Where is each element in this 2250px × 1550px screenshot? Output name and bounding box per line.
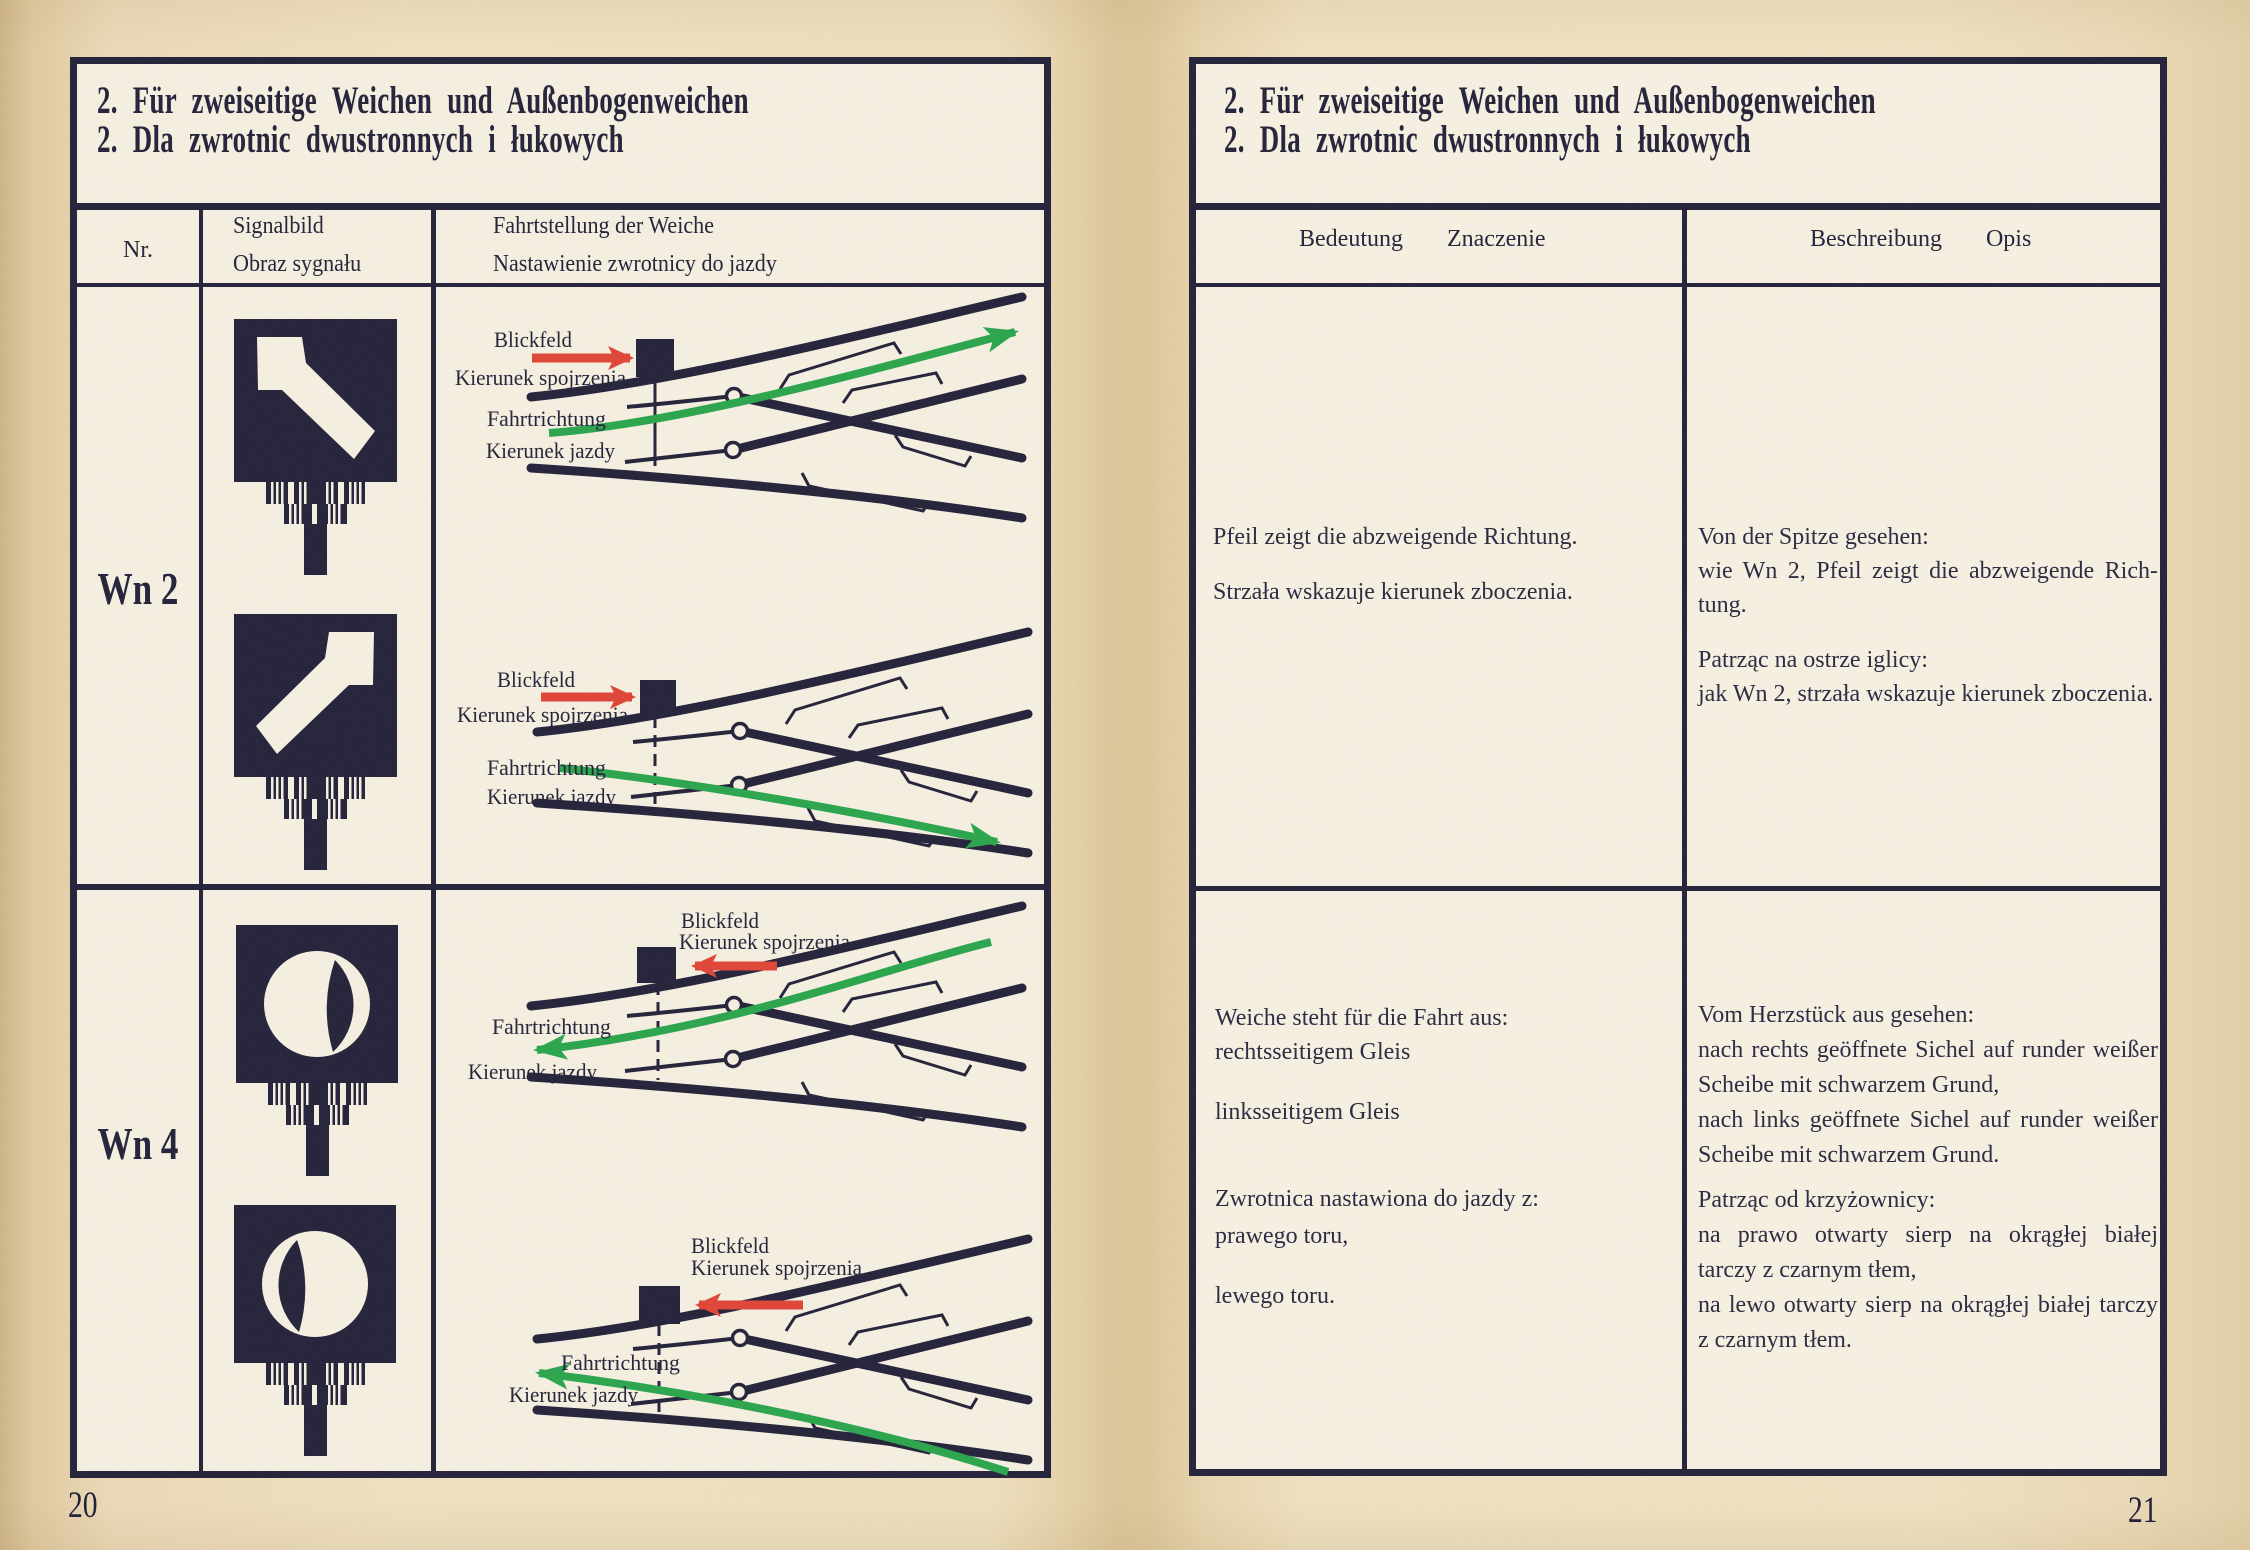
wn4-signal-sickle-right-icon <box>236 925 398 1176</box>
diagram-wn4-from-left-track: Blickfeld Kierunek spojrzenia Fahrtricht… <box>509 1233 1028 1476</box>
col-header-meaning-de: Bedeutung <box>1299 226 1403 252</box>
label-kierunek-spojrzenia: Kierunek spojrzenia <box>691 1255 862 1280</box>
wn4-signal-sickle-left-icon <box>234 1205 396 1456</box>
disc-symbol <box>264 951 370 1057</box>
description-line: na lewo otwarty sierp na okrągłej białej… <box>1698 1292 2158 1318</box>
col-header-description-de: Beschreibung <box>1810 226 1942 252</box>
track-layout <box>537 632 1028 853</box>
left-col-divider-1 <box>199 203 203 1471</box>
label-kierunek-jazdy: Kierunek jazdy <box>487 784 617 809</box>
description-wn4: Vom Herzstück aus gesehen: nach rechts g… <box>1698 998 2158 1358</box>
diagram-wn2-branch-left: Blickfeld Kierunek spojrzenia Fahrtricht… <box>457 632 1028 853</box>
left-title-polish: 2. Dla zwrotnic dwustronnych i łukowych <box>97 118 624 161</box>
meaning-line: lewego toru. <box>1215 1283 1335 1309</box>
description-line: Scheibe mit schwarzem Grund. <box>1698 1142 2000 1168</box>
page-right: 2. Für zweiseitige Weichen und Außenboge… <box>1189 57 2167 1476</box>
description-line: na prawo otwarty sierp na okrągłej białe… <box>1698 1222 2158 1248</box>
signal-mount <box>266 1363 365 1456</box>
label-kierunek-spojrzenia: Kierunek spojrzenia <box>457 702 628 727</box>
meaning-line: rechtsseitigem Gleis <box>1215 1039 1411 1065</box>
col-header-signal-pl: Obraz sygnału <box>233 251 362 277</box>
label-fahrtrichtung: Fahrtrichtung <box>487 755 606 780</box>
page-number-right: 21 <box>2128 1490 2158 1531</box>
label-fahrtrichtung: Fahrtrichtung <box>492 1014 611 1039</box>
col-header-signal: Signalbild Obraz sygnału <box>233 207 361 283</box>
description-line: nach links geöffnete Sichel auf runder w… <box>1698 1107 2158 1133</box>
description-line: Scheibe mit schwarzem Grund, <box>1698 1072 2000 1098</box>
page-left: 2. Für zweiseitige Weichen und Außenboge… <box>70 57 1051 1478</box>
col-header-setting: Fahrtstellung der Weiche Nastawienie zwr… <box>493 207 777 283</box>
meaning-wn4: Weiche steht für die Fahrt aus: rechtsse… <box>1215 1001 1667 1313</box>
label-kierunek-spojrzenia: Kierunek spojrzenia <box>455 365 626 390</box>
description-line: Vom Herzstück aus gesehen: <box>1698 1002 1975 1028</box>
wn4-track-diagrams: Blickfeld Kierunek spojrzenia Fahrtricht… <box>468 884 1057 1476</box>
description-line: Von der Spitze gesehen: <box>1698 524 1929 550</box>
signal-box-icon <box>640 680 676 716</box>
left-title-german: 2. Für zweiseitige Weichen und Außenboge… <box>97 79 749 122</box>
description-line: jak Wn 2, strzała wskazuje kierunek zboc… <box>1698 681 2154 707</box>
right-title-divider <box>1196 203 2160 210</box>
right-header-divider <box>1196 283 2160 287</box>
description-line: z czarnym tłem. <box>1698 1327 1852 1353</box>
label-kierunek-jazdy: Kierunek jazdy <box>509 1382 639 1407</box>
meaning-line: Pfeil zeigt die abzweigende Richtung. <box>1213 524 1578 550</box>
right-col-divider <box>1682 203 1687 1469</box>
col-header-setting-de: Fahrtstellung der Weiche <box>493 213 715 239</box>
description-line: tung. <box>1698 592 1747 618</box>
signal-box-icon <box>639 1286 680 1324</box>
signal-box-icon <box>636 339 674 377</box>
description-line: wie Wn 2, Pfeil zeigt die abzweigende Ri… <box>1698 558 2158 584</box>
col-header-nr: Nr. <box>123 237 153 263</box>
row-code-wn2: Wn 2 <box>97 564 179 614</box>
label-blickfeld: Blickfeld <box>494 327 572 352</box>
right-title-polish: 2. Dla zwrotnic dwustronnych i łukowych <box>1224 118 1751 161</box>
col-header-description-pl: Opis <box>1985 226 2032 252</box>
left-title: 2. Für zweiseitige Weichen und Außenboge… <box>97 81 1042 159</box>
right-title-german: 2. Für zweiseitige Weichen und Außenboge… <box>1224 79 1876 122</box>
right-title: 2. Für zweiseitige Weichen und Außenboge… <box>1224 81 2169 159</box>
col-header-meaning-pl: Znaczenie <box>1446 226 1546 252</box>
description-line: nach rechts geöffnete Sichel auf runder … <box>1698 1037 2158 1063</box>
description-line: Patrząc na ostrze iglicy: <box>1698 647 1928 673</box>
diagram-wn4-from-right-track: Blickfeld Kierunek spojrzenia Fahrtricht… <box>468 906 1022 1127</box>
col-header-signal-de: Signalbild <box>233 213 324 239</box>
meaning-line: prawego toru, <box>1215 1223 1349 1249</box>
meaning-line: Zwrotnica nastawiona do jazdy z: <box>1215 1186 1539 1212</box>
signal-box-icon <box>637 947 676 983</box>
right-row-divider <box>1196 886 2160 891</box>
meaning-line: linksseitigem Gleis <box>1215 1099 1400 1125</box>
label-kierunek-spojrzenia: Kierunek spojrzenia <box>679 929 850 954</box>
diagram-wn2-branch-right: Blickfeld Kierunek spojrzenia Fahrtricht… <box>455 297 1022 518</box>
label-blickfeld: Blickfeld <box>497 667 575 692</box>
meaning-line: Weiche steht für die Fahrt aus: <box>1215 1005 1509 1031</box>
col-header-setting-pl: Nastawienie zwrotnicy do jazdy <box>493 251 777 277</box>
col-header-meaning: Bedeutung Znaczenie <box>1299 220 1546 258</box>
signal-mount <box>268 1083 367 1176</box>
meaning-wn2: Pfeil zeigt die abzweigende Richtung. St… <box>1213 520 1665 609</box>
signal-mount <box>266 777 365 870</box>
row-code-wn4: Wn 4 <box>97 1119 179 1169</box>
col-header-description: Beschreibung Opis <box>1810 220 2031 258</box>
label-kierunek-jazdy: Kierunek jazdy <box>486 438 616 463</box>
wn2-track-diagrams: Blickfeld Kierunek spojrzenia Fahrtricht… <box>455 285 1057 884</box>
description-line: tarczy z czarnym tłem, <box>1698 1257 1917 1283</box>
description-wn2: Von der Spitze gesehen: wie Wn 2, Pfeil … <box>1698 520 2158 711</box>
label-fahrtrichtung: Fahrtrichtung <box>487 406 606 431</box>
wn2-signal-arrow-right-icon <box>234 319 397 575</box>
meaning-line: Strzała wskazuje kierunek zboczenia. <box>1213 579 1573 605</box>
label-kierunek-jazdy: Kierunek jazdy <box>468 1059 598 1084</box>
signal-mount <box>266 482 365 575</box>
disc-symbol <box>262 1231 368 1337</box>
label-fahrtrichtung: Fahrtrichtung <box>561 1350 680 1375</box>
description-line: Patrząc od krzyżownicy: <box>1698 1187 1936 1213</box>
wn2-signal-arrow-left-icon <box>234 614 397 870</box>
page-number-left: 20 <box>68 1485 98 1526</box>
